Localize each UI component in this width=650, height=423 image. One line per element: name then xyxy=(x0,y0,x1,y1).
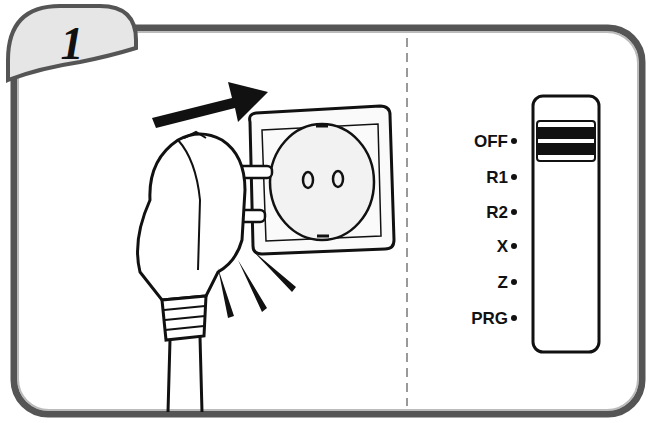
divider xyxy=(406,38,408,406)
wall-socket xyxy=(250,106,394,254)
cable-sleeve xyxy=(162,296,206,340)
frame-inner xyxy=(18,32,638,410)
plug-body xyxy=(138,134,245,300)
knob-bar xyxy=(537,143,595,155)
knob-bar xyxy=(537,127,595,139)
socket-recess xyxy=(270,124,374,240)
earth-clip xyxy=(316,126,329,236)
step-tab xyxy=(8,6,136,80)
socket-hole xyxy=(303,172,313,188)
plug-grip xyxy=(184,132,206,138)
click-lines xyxy=(218,250,296,318)
position-dot xyxy=(511,279,517,285)
cable xyxy=(168,337,202,412)
slider-knob xyxy=(537,121,595,161)
position-label: X xyxy=(497,238,508,255)
position-label: R1 xyxy=(486,169,508,186)
position-dot xyxy=(511,138,517,144)
mode-slider xyxy=(533,96,599,352)
position-dot xyxy=(511,315,517,321)
position-dot xyxy=(511,209,517,215)
position-label: R2 xyxy=(486,204,508,221)
position-label: PRG xyxy=(471,310,508,327)
position-dot xyxy=(511,243,517,249)
position-dot xyxy=(511,174,517,180)
plug-edge xyxy=(178,140,200,270)
frame xyxy=(14,28,642,414)
sleeve-ribs xyxy=(164,306,205,330)
socket-plate xyxy=(262,124,381,241)
socket-hole xyxy=(333,171,343,187)
position-label: OFF xyxy=(474,133,508,150)
step-number: 1 xyxy=(61,21,84,67)
position-label: Z xyxy=(498,274,508,291)
